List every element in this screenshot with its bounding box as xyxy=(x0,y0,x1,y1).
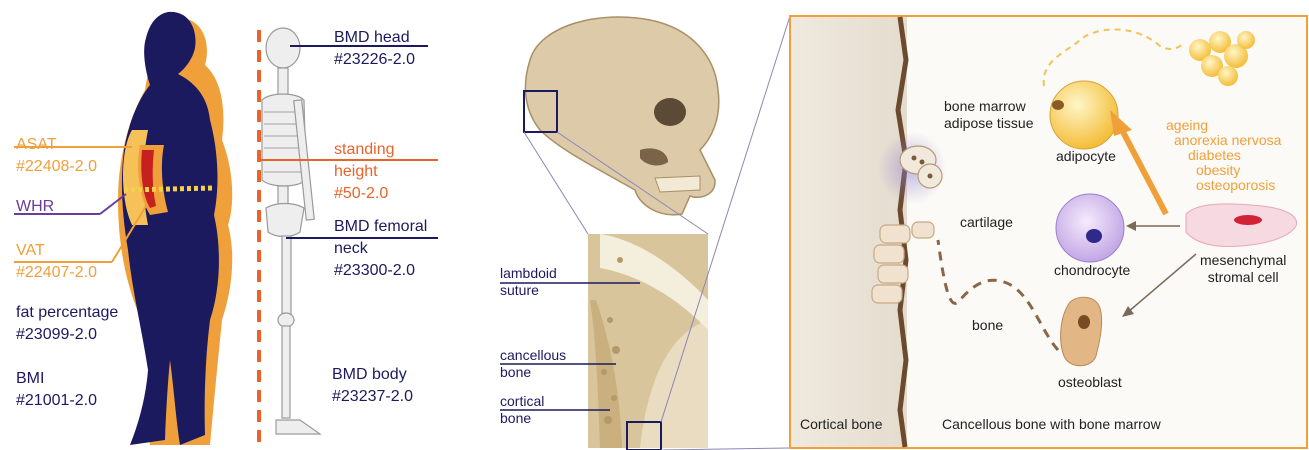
cortical-bone-caption: Cortical bone xyxy=(800,416,883,433)
factor-list: ageing anorexia nervosa diabetes obesity… xyxy=(1166,118,1281,193)
cartilage-label: cartilage xyxy=(960,214,1013,231)
msc-label: mesenchymal stromal cell xyxy=(1200,252,1286,286)
adipocyte-label: adipocyte xyxy=(1056,148,1116,165)
chondrocyte-label: chondrocyte xyxy=(1054,262,1130,279)
bma-line2: adipose tissue xyxy=(944,115,1034,132)
msc-line2: stromal cell xyxy=(1200,269,1286,286)
factor-ageing: ageing xyxy=(1166,118,1281,133)
adipocyte-icon xyxy=(1050,81,1118,149)
factor-anorexia: anorexia nervosa xyxy=(1174,133,1281,148)
bma-line1: bone marrow xyxy=(944,98,1034,115)
cancellous-marrow-caption: Cancellous bone with bone marrow xyxy=(942,416,1161,433)
chondrocyte-icon xyxy=(1056,194,1124,262)
bone-marrow-adipose-label: bone marrow adipose tissue xyxy=(944,98,1034,132)
factor-diabetes: diabetes xyxy=(1188,148,1281,163)
osteoblast-icon xyxy=(1061,297,1102,366)
factor-obesity: obesity xyxy=(1196,163,1281,178)
osteoblast-label: osteoblast xyxy=(1058,374,1122,391)
msc-line1: mesenchymal xyxy=(1200,252,1286,269)
factor-osteoporosis: osteoporosis xyxy=(1196,178,1281,193)
bone-label: bone xyxy=(972,317,1003,334)
